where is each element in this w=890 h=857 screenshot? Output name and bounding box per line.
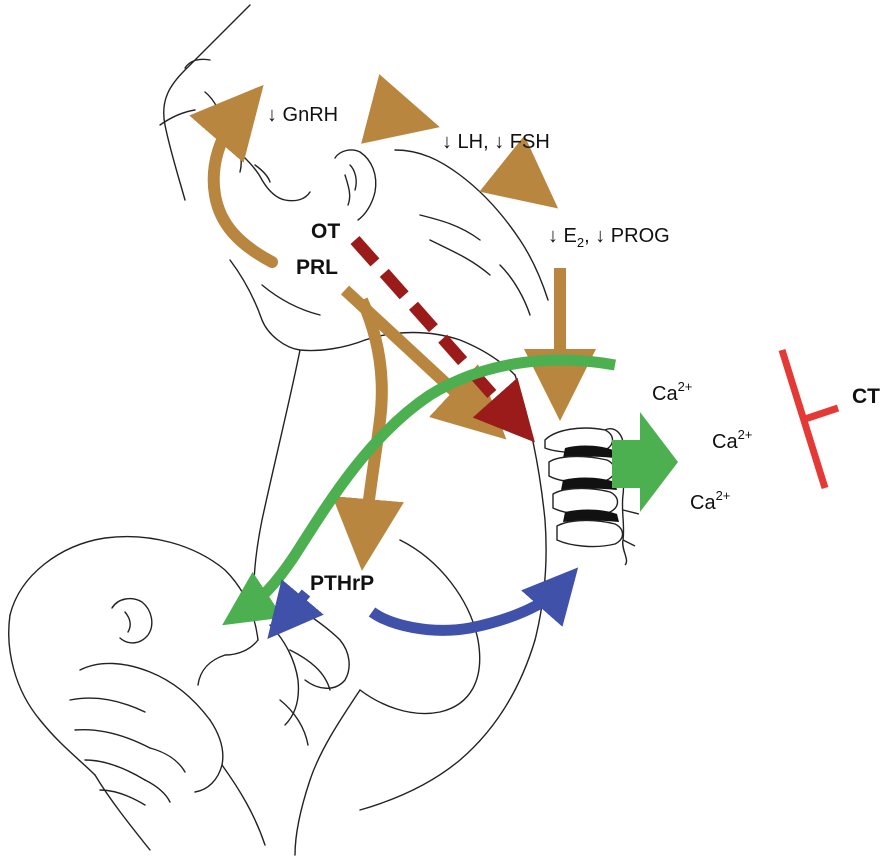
pthrp-to-infant-arrow [267, 579, 324, 640]
gnrh-to-lh-arrow [361, 74, 440, 144]
gnrh-label: ↓ GnRH [267, 104, 338, 126]
ot-to-bone-arrow [350, 236, 535, 443]
vertebral-column-icon [544, 427, 640, 566]
mother-cheek [234, 144, 271, 183]
infant-support-hand [69, 662, 211, 806]
infant-head [9, 535, 259, 641]
ot-label: OT [311, 220, 340, 243]
mother-neck-front [261, 284, 321, 316]
calcium-ion-label-3: Ca2+ [690, 488, 730, 514]
ct-label: CT [852, 385, 880, 408]
calcium-release-arrow [612, 412, 678, 512]
mother-hand [269, 599, 350, 746]
calcium-ion-label-1: Ca2+ [652, 379, 692, 405]
lh-to-e2-arrow [479, 135, 559, 209]
mother-hair-back [419, 214, 531, 316]
mother-arm-under [359, 639, 536, 811]
mother-infant-sketch [8, 4, 549, 856]
mother-chin-shoulder [229, 259, 366, 352]
mother-back-head [394, 149, 549, 301]
prl-label: PRL [296, 256, 338, 279]
infant-hand-fingers [144, 719, 224, 803]
infant-head-back [8, 614, 96, 776]
infant-face [197, 639, 259, 686]
mother-ear [334, 149, 377, 221]
mother-breast [359, 539, 481, 715]
infant-body [94, 764, 266, 851]
ct-inhibitor-symbol [778, 348, 840, 490]
pthrp-to-bone-arrow [368, 567, 579, 636]
infant-ear [111, 597, 153, 644]
e2-prog-label: ↓ E2, ↓ PROG [548, 225, 670, 250]
prl-to-gnrh-arrow [189, 84, 278, 268]
mother-lower-arm [294, 689, 361, 856]
calcium-ion-label-2: Ca2+ [712, 427, 752, 453]
lh-fsh-label: ↓ LH, ↓ FSH [442, 131, 550, 153]
calcium-to-infant-arrow [222, 354, 616, 626]
pthrp-label: PTHrP [310, 572, 374, 595]
prl-to-pthrp-arrow [332, 297, 404, 571]
mother-head-outline [163, 4, 251, 201]
